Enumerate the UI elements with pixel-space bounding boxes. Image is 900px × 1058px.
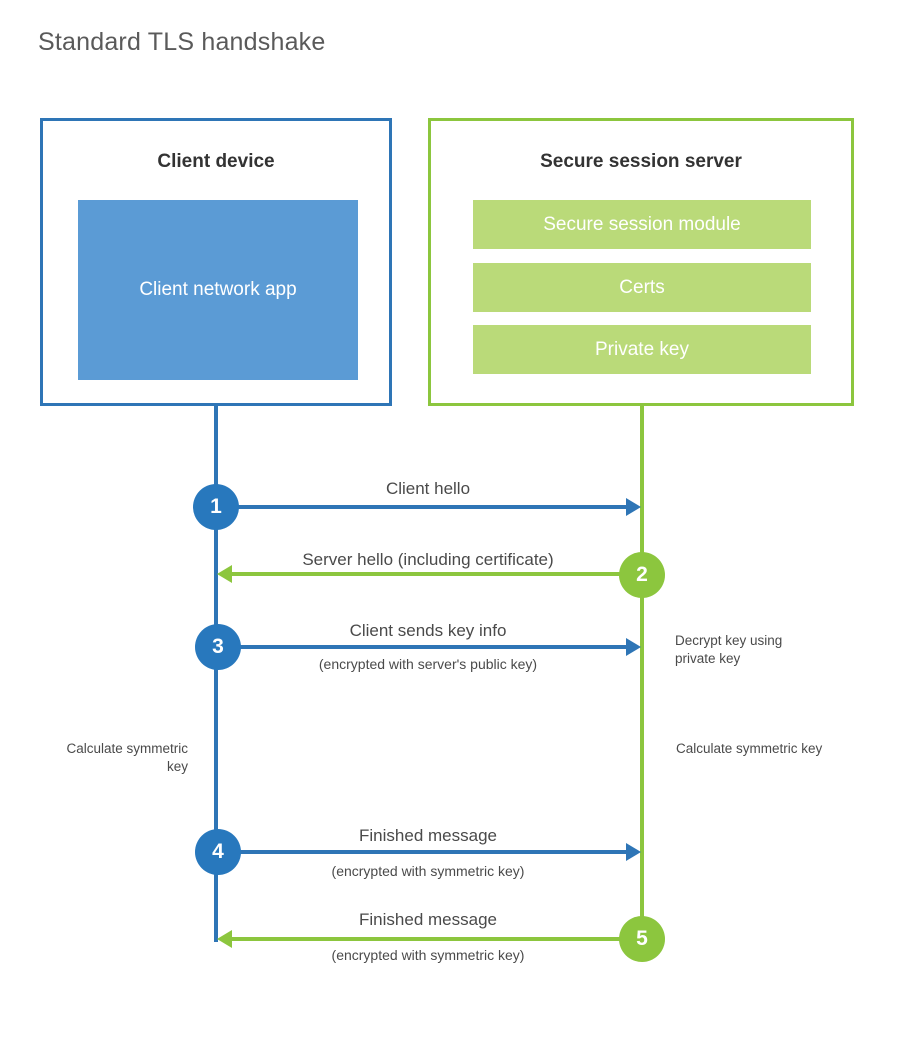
server-component-certs: Certs <box>473 263 811 312</box>
step-1-label: Client hello <box>385 479 471 498</box>
server-component-private-key: Private key <box>473 325 811 374</box>
step-3-arrow-line <box>218 645 628 649</box>
step-4-circle: 4 <box>195 829 241 875</box>
step-3-sublabel: (encrypted with server's public key) <box>318 656 538 672</box>
step-4-arrow-line <box>218 850 628 854</box>
secure-session-server-title: Secure session server <box>540 151 742 172</box>
note-server-calculate-symmetric-key: Calculate symmetric key <box>676 741 823 756</box>
step-4-label: Finished message <box>359 826 497 845</box>
note-client-calculate-symmetric-key: Calculate symmetric key <box>66 741 188 775</box>
client-device-box: Client device Client network app <box>40 118 392 406</box>
step-3-arrow-head-icon <box>626 638 641 656</box>
step-5-sublabel: (encrypted with symmetric key) <box>331 947 525 963</box>
client-network-app-block: Client network app <box>78 200 358 380</box>
step-5-label: Finished message <box>359 910 497 929</box>
client-device-title: Client device <box>157 151 275 172</box>
step-2-label: Server hello (including certificate) <box>302 550 554 569</box>
step-4-arrow-head-icon <box>626 843 641 861</box>
step-5-arrow-head-icon <box>217 930 232 948</box>
server-lifeline <box>640 406 644 940</box>
step-2-arrow-head-icon <box>217 565 232 583</box>
client-lifeline <box>214 406 218 942</box>
step-5-arrow-line <box>230 937 628 941</box>
page-title: Standard TLS handshake <box>38 28 326 56</box>
step-1-arrow-head-icon <box>626 498 641 516</box>
step-3-label: Client sends key info <box>349 621 507 640</box>
server-component-secure-session-module: Secure session module <box>473 200 811 249</box>
step-1-circle: 1 <box>193 484 239 530</box>
step-3-circle: 3 <box>195 624 241 670</box>
step-2-circle: 2 <box>619 552 665 598</box>
step-4-sublabel: (encrypted with symmetric key) <box>331 863 525 879</box>
step-1-arrow-line <box>218 505 628 509</box>
secure-session-server-box: Secure session server Secure session mod… <box>428 118 854 406</box>
step-5-circle: 5 <box>619 916 665 962</box>
step-2-arrow-line <box>230 572 628 576</box>
note-decrypt-key: Decrypt key using private key <box>675 633 783 667</box>
